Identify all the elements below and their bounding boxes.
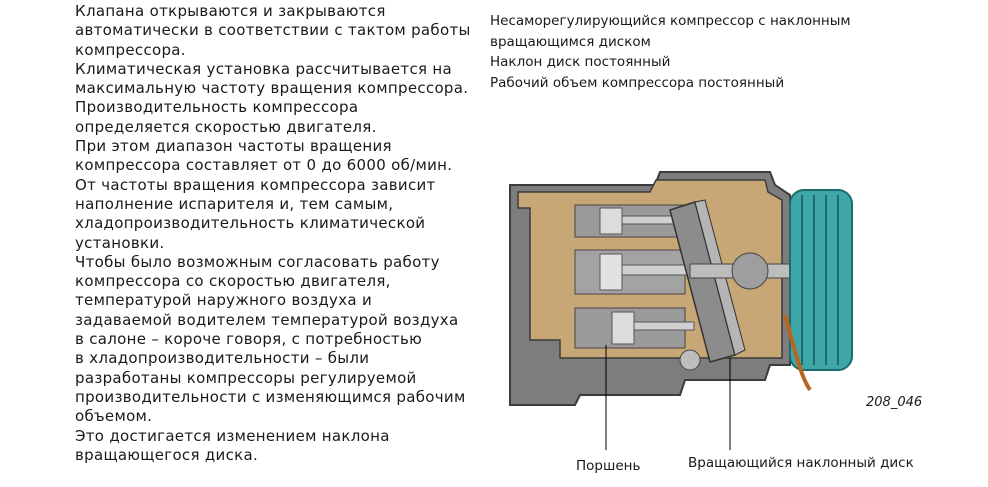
compressor-cutaway-illustration [509, 171, 853, 450]
clutch-wire [783, 314, 812, 392]
paragraph: Производительность компрессора определяе… [75, 98, 377, 136]
label-piston: Поршень [576, 458, 641, 474]
figure-id: 208_046 [866, 395, 923, 410]
description-line: вращающимся диском [490, 33, 651, 50]
bearing [731, 252, 769, 290]
piston-rod [633, 321, 695, 331]
left-text-block: Клапана открываются и закрываются автома… [75, 2, 475, 465]
paragraph: Это достигается изменением наклона враща… [75, 426, 390, 464]
piston [599, 207, 623, 235]
description-line: Наклон диск постоянный [490, 54, 671, 70]
mounting-bolt [679, 349, 701, 371]
piston [611, 311, 635, 345]
description-line: Несаморегулирующийся компрессор с наклон… [490, 13, 851, 29]
label-swash-disc: Вращающийся наклонный диск [688, 455, 914, 471]
paragraph: Климатическая установка рассчитывается н… [75, 59, 469, 98]
piston-rod [621, 264, 693, 276]
paragraph: От частоты вращения компрессора зависит … [75, 175, 436, 252]
paragraph: При этом диапазон частоты вращения компр… [75, 137, 453, 175]
pulley [789, 189, 853, 371]
paragraph: Чтобы было возможным согласовать работу … [75, 252, 466, 426]
paragraph: Клапана открываются и закрываются автома… [75, 2, 471, 59]
piston [599, 253, 623, 291]
compressor-description: Несаморегулирующийся компрессор с наклон… [490, 11, 851, 93]
description-line: Рабочий объем компрессора постоянный [490, 74, 785, 91]
